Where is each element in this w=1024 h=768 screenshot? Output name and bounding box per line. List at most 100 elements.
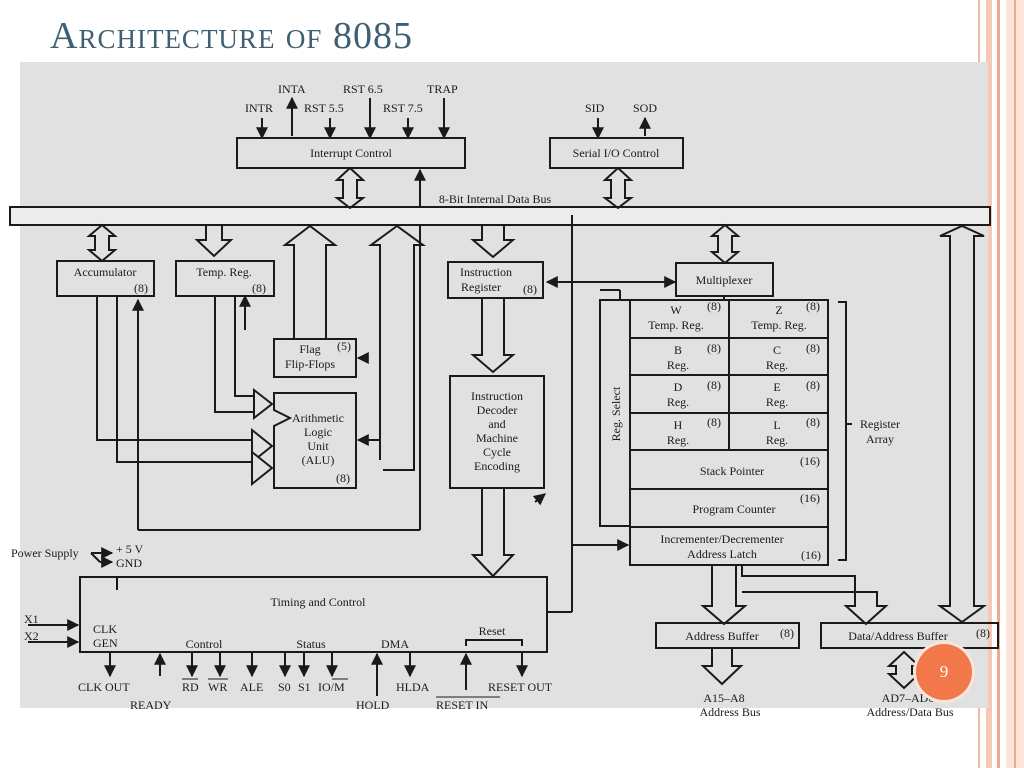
dma-group-label: DMA <box>381 637 409 651</box>
data-bus-label-1: AD7–AD0 <box>882 691 935 705</box>
decoder-label-5: Cycle <box>483 445 511 459</box>
ir-bus-arrow <box>470 225 516 259</box>
ir-label-2: Register <box>461 280 501 294</box>
address-bus-label-1: A15–A8 <box>703 691 744 705</box>
plus5v-label: + 5 V <box>116 542 144 556</box>
reg-e-sub: Reg. <box>766 395 788 409</box>
reg-z-bits: (8) <box>806 299 820 313</box>
alu-bus-arrow <box>367 224 427 471</box>
label-sod: SOD <box>633 101 657 115</box>
instruction-register-box <box>447 261 544 299</box>
internal-data-bus <box>9 206 991 226</box>
interrupt-bus-link <box>334 166 366 210</box>
alu-label-4: (ALU) <box>302 453 335 467</box>
accumulator-label: Accumulator <box>74 265 137 279</box>
s0-label: S0 <box>278 680 291 694</box>
hlda-label: HLDA <box>396 680 430 694</box>
clk-out-label: CLK OUT <box>78 680 130 694</box>
data-bus-label-2: Address/Data Bus <box>867 705 954 719</box>
reg-c-sub: Reg. <box>766 358 788 372</box>
reg-c-bits: (8) <box>806 341 820 355</box>
reg-z-name: Z <box>775 303 782 317</box>
decoder-label-3: and <box>488 417 505 431</box>
reg-b-bits: (8) <box>707 341 721 355</box>
program-counter-bits: (16) <box>800 491 820 505</box>
label-inta: INTA <box>278 82 306 96</box>
incdec-box <box>629 526 829 566</box>
reg-b-sub: Reg. <box>667 358 689 372</box>
label-rst65: RST 6.5 <box>343 82 383 96</box>
flag-label-2: Flip-Flops <box>285 357 335 371</box>
decoder-box <box>449 375 545 489</box>
clk-gen-label-2: GEN <box>93 636 118 650</box>
gnd-label: GND <box>116 556 142 570</box>
decoder-label-4: Machine <box>476 431 518 445</box>
address-buffer-bits: (8) <box>780 626 794 640</box>
multiplexer-label: Multiplexer <box>696 273 753 287</box>
status-group-label: Status <box>296 637 326 651</box>
temp-reg-box <box>175 260 275 297</box>
label-rst55: RST 5.5 <box>304 101 344 115</box>
diagram-image <box>20 62 988 708</box>
reg-w-name: W <box>670 303 682 317</box>
wr-label: WR <box>208 680 227 694</box>
label-trap: TRAP <box>427 82 458 96</box>
slide-title: Architecture of 8085 <box>50 15 413 57</box>
alu-box <box>273 392 357 489</box>
page-number-badge: 9 <box>916 644 972 700</box>
label-rst75: RST 7.5 <box>383 101 423 115</box>
incdec-label-2: Address Latch <box>687 547 757 561</box>
reg-b-name: B <box>674 343 682 357</box>
interrupt-control-label: Interrupt Control <box>310 146 392 160</box>
alu-bits: (8) <box>336 471 350 485</box>
temp-reg-bits: (8) <box>252 281 266 295</box>
temp-bus-arrow <box>194 225 234 258</box>
ir-decoder-arrow <box>470 298 516 374</box>
flag-box <box>273 338 357 378</box>
ale-label: ALE <box>240 680 263 694</box>
decoder-timing-arrow <box>470 488 516 578</box>
internal-bus-label: 8-Bit Internal Data Bus <box>439 192 552 206</box>
latch-addr-arrow <box>700 565 748 626</box>
reg-h-bits: (8) <box>707 415 721 429</box>
mux-bus-link <box>709 223 741 265</box>
reg-l-bits: (8) <box>806 415 820 429</box>
accumulator-box <box>56 260 155 297</box>
program-counter-label: Program Counter <box>693 502 776 516</box>
power-supply-label: Power Supply <box>11 546 79 560</box>
reg-d-bits: (8) <box>707 378 721 392</box>
temp-reg-label: Temp. Reg. <box>196 265 251 279</box>
reg-e-bits: (8) <box>806 378 820 392</box>
alu-label-1: Arithmetic <box>292 411 344 425</box>
address-buffer-box <box>655 622 800 649</box>
clk-gen-label-1: CLK <box>93 622 117 636</box>
reg-w-bits: (8) <box>707 299 721 313</box>
bus-databuffer-link <box>936 224 988 624</box>
alu-label-3: Unit <box>307 439 329 453</box>
reset-out-label: RESET OUT <box>488 680 553 694</box>
data-address-buffer-label: Data/Address Buffer <box>848 629 947 643</box>
register-array-label-1: Register <box>860 417 900 431</box>
reg-select-label: Reg. Select <box>609 386 623 441</box>
incdec-bits: (16) <box>801 548 821 562</box>
reg-e-name: E <box>773 380 780 394</box>
acc-bus-link <box>86 223 118 263</box>
data-address-buffer-box <box>820 622 999 649</box>
reg-z-sub: Temp. Reg. <box>751 318 806 332</box>
address-buffer-label: Address Buffer <box>685 629 758 643</box>
address-bus-label-2: Address Bus <box>699 705 760 719</box>
reg-d-sub: Reg. <box>667 395 689 409</box>
stack-pointer-label: Stack Pointer <box>700 464 764 478</box>
rd-label: RD <box>182 680 199 694</box>
x1-label: X1 <box>24 612 39 626</box>
flag-bus-arrow <box>282 224 338 340</box>
data-address-buffer-bits: (8) <box>976 626 990 640</box>
ir-label-1: Instruction <box>460 265 512 279</box>
serial-bus-link <box>602 166 634 210</box>
reg-d-name: D <box>674 380 683 394</box>
reg-c-name: C <box>773 343 781 357</box>
x2-label: X2 <box>24 629 39 643</box>
control-group-label: Control <box>186 637 223 651</box>
ready-label: READY <box>130 698 172 712</box>
